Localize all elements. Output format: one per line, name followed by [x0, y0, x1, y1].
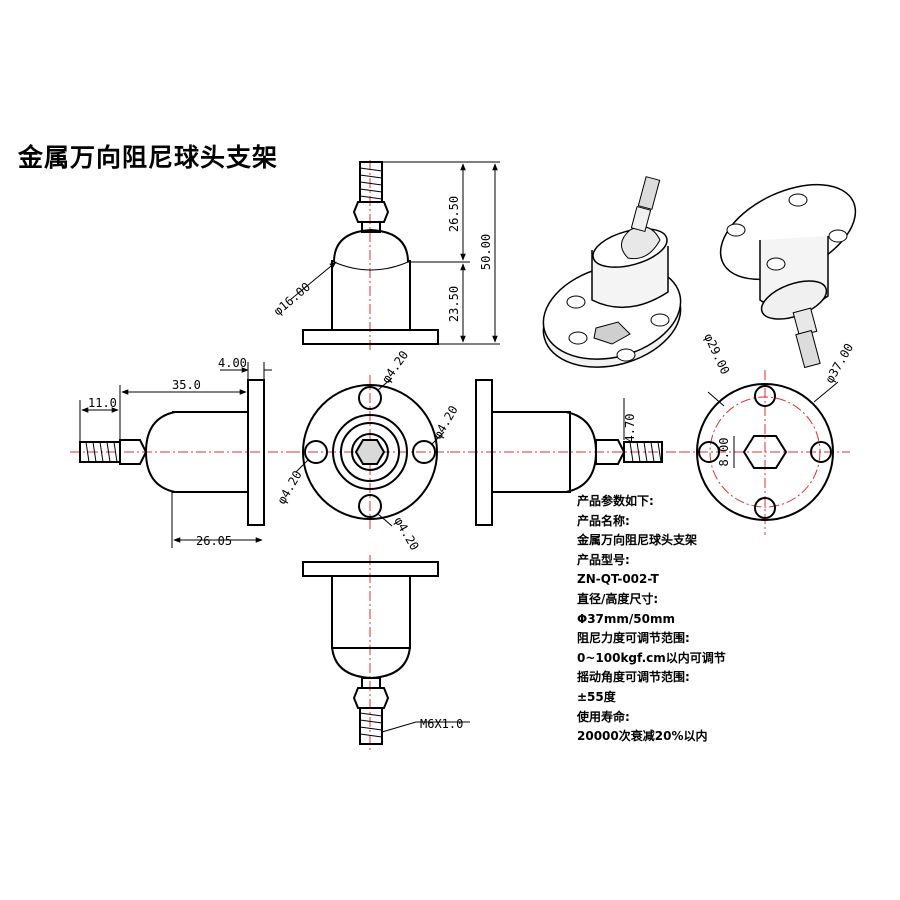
dim-hex-8: 8.00	[717, 438, 731, 467]
spec-line: 阻尼力度可调节范围:	[577, 631, 690, 646]
spec-line: ±55度	[577, 689, 616, 704]
dim-4-00: 4.00	[218, 356, 247, 370]
spec-line: 产品名称:	[577, 513, 630, 528]
isometric-render-1	[542, 176, 682, 368]
flange-view	[680, 370, 850, 535]
left-view-dimensions: 4.00 35.0 11.0 26.05	[79, 356, 272, 548]
spec-line: 直径/高度尺寸:	[577, 591, 659, 606]
top-view-dimensions: 26.50 23.50 50.00 φ16.00	[271, 161, 500, 345]
dim-4-70: 4.70	[623, 414, 637, 443]
spec-line: 使用寿命:	[577, 709, 630, 724]
dim-50-00: 50.00	[479, 234, 493, 270]
dim-26-05: 26.05	[196, 534, 232, 548]
dim-hole-right: φ4.20	[430, 403, 460, 441]
dim-thread: M6X1.0	[420, 717, 463, 731]
dim-11-0: 11.0	[88, 396, 117, 410]
dim-phi-37: φ37.00	[822, 341, 856, 386]
spec-line: 产品型号:	[577, 552, 630, 567]
spec-line: Φ37mm/50mm	[577, 611, 675, 626]
spec-line: 20000次衰减20%以内	[577, 729, 708, 744]
dim-hole-left: φ4.20	[274, 468, 304, 506]
top-elevation-view	[302, 160, 439, 350]
product-spec-list: 产品参数如下: 产品名称: 金属万向阻尼球头支架 产品型号: ZN-QT-002…	[577, 492, 726, 747]
dim-23-50: 23.50	[447, 286, 461, 322]
spec-line: 0~100kgf.cm以内可调节	[577, 650, 726, 665]
dim-hole-top: φ4.20	[379, 348, 411, 386]
left-elevation-view	[70, 379, 300, 526]
dim-26-50: 26.50	[447, 196, 461, 232]
isometric-render-2	[719, 183, 857, 369]
diagram-title: 金属万向阻尼球头支架	[18, 143, 279, 172]
dim-hole-bottom: φ4.20	[391, 515, 421, 553]
bottom-elevation-view: M6X1.0	[302, 555, 470, 750]
spec-line: 产品参数如下:	[577, 494, 654, 508]
spec-line: ZN-QT-002-T	[577, 572, 659, 587]
front-circular-view	[290, 375, 450, 530]
dim-phi-29: φ29.00	[701, 331, 732, 376]
spec-line: 摇动角度可调节范围:	[577, 670, 690, 685]
spec-line: 金属万向阻尼球头支架	[577, 533, 698, 548]
dim-35-0: 35.0	[172, 378, 201, 392]
right-elevation-view: 4.70	[450, 379, 680, 526]
dim-phi-16: φ16.00	[271, 280, 313, 319]
